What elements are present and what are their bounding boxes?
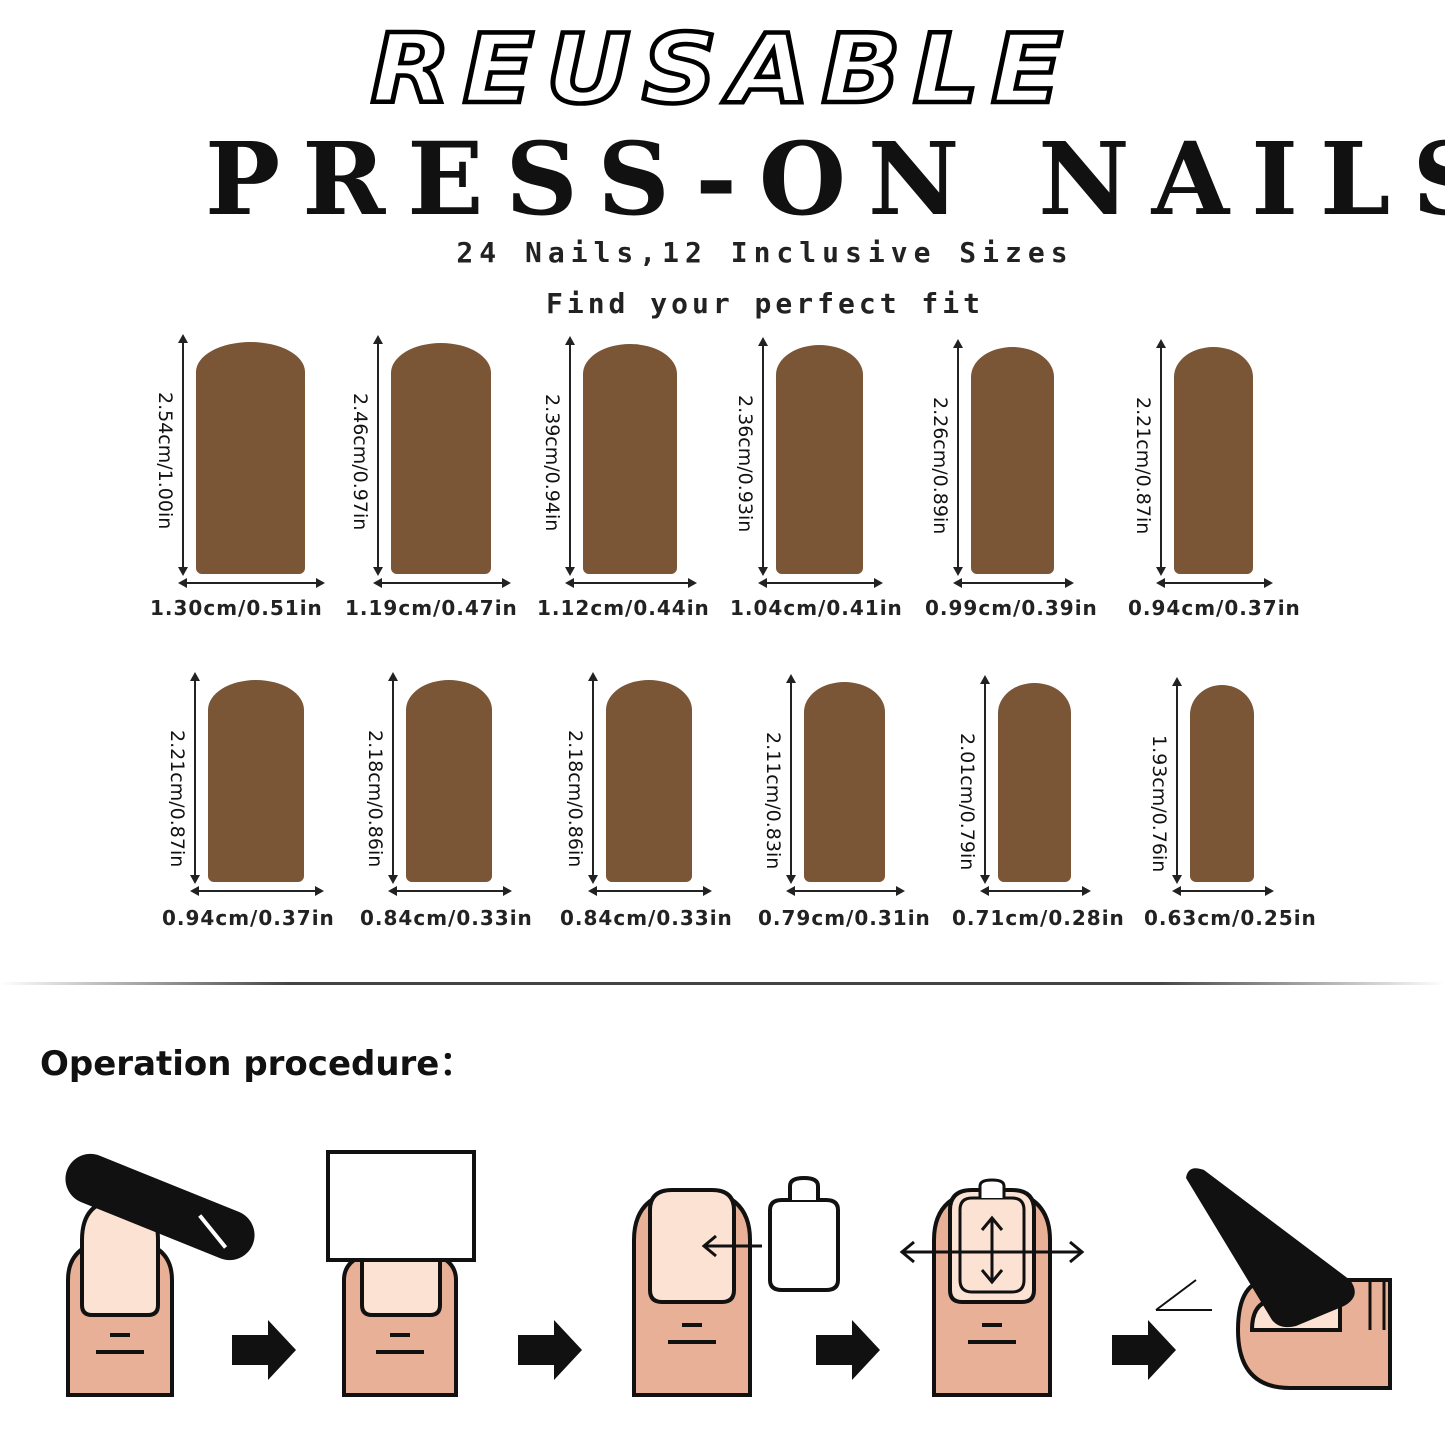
nail-shape xyxy=(971,346,1055,574)
length-arrow xyxy=(1156,339,1166,576)
length-arrow xyxy=(373,335,383,576)
arrow-right-icon xyxy=(1112,1320,1176,1380)
length-label: 2.39cm/0.94in xyxy=(541,394,563,532)
width-label: 0.84cm/0.33in xyxy=(560,906,733,930)
width-label: 0.71cm/0.28in xyxy=(952,906,1125,930)
nail-shape xyxy=(804,681,885,882)
width-arrow xyxy=(177,578,326,588)
length-arrow xyxy=(786,673,796,885)
nail-shape xyxy=(1190,684,1255,882)
length-arrow xyxy=(388,672,398,884)
length-arrow xyxy=(758,336,768,577)
width-label: 0.79cm/0.31in xyxy=(758,906,931,930)
nail-shape xyxy=(583,344,678,574)
width-arrow xyxy=(786,886,905,896)
width-label: 1.04cm/0.41in xyxy=(730,596,903,620)
length-label: 2.21cm/0.87in xyxy=(1132,397,1154,535)
width-label: 1.12cm/0.44in xyxy=(537,596,710,620)
apply-tab-step-icon xyxy=(632,1175,840,1397)
procedure-steps xyxy=(65,1150,1392,1397)
length-label: 2.01cm/0.79in xyxy=(956,733,978,871)
section-divider xyxy=(0,982,1445,985)
length-arrow xyxy=(190,672,200,884)
width-arrow xyxy=(189,886,325,896)
length-arrow xyxy=(980,675,990,884)
width-label: 0.94cm/0.37in xyxy=(1128,596,1301,620)
length-label: 2.18cm/0.86in xyxy=(564,730,586,868)
fit-tagline: Find your perfect fit xyxy=(545,287,984,320)
length-label: 1.93cm/0.76in xyxy=(1148,734,1170,872)
arrow-right-icon xyxy=(232,1320,296,1380)
length-label: 2.36cm/0.93in xyxy=(734,394,756,533)
length-arrow xyxy=(953,338,963,577)
width-label: 0.84cm/0.33in xyxy=(360,906,533,930)
length-label: 2.18cm/0.86in xyxy=(364,730,386,868)
nail-shape xyxy=(998,683,1071,882)
length-label: 2.21cm/0.87in xyxy=(166,730,188,868)
width-label: 0.63cm/0.25in xyxy=(1144,906,1317,930)
length-label: 2.54cm/1.00in xyxy=(154,392,176,530)
length-arrow xyxy=(1172,676,1182,885)
align-nail-step-icon xyxy=(899,1178,1085,1397)
nail-shape xyxy=(406,680,492,882)
nail-shape xyxy=(196,342,306,574)
width-arrow xyxy=(757,578,884,588)
width-arrow xyxy=(588,886,712,896)
procedure-title: Operation procedure： xyxy=(40,1044,474,1084)
reusable-heading: REUSABLE xyxy=(368,11,1075,128)
width-label: 1.19cm/0.47in xyxy=(345,596,518,620)
width-arrow xyxy=(1171,886,1275,896)
nail-shape xyxy=(208,680,305,882)
nail-shape xyxy=(1174,347,1253,574)
width-arrow xyxy=(373,578,511,588)
file-nail-step-icon xyxy=(65,1153,255,1397)
width-arrow xyxy=(1156,578,1273,588)
width-arrow xyxy=(388,886,512,896)
nail-count-subtitle: 24 Nails,12 Inclusive Sizes xyxy=(456,236,1074,269)
length-label: 2.11cm/0.83in xyxy=(762,731,784,869)
width-label: 1.30cm/0.51in xyxy=(150,596,323,620)
arrow-right-icon xyxy=(518,1320,582,1380)
length-arrow xyxy=(565,336,575,576)
width-label: 0.94cm/0.37in xyxy=(162,906,335,930)
length-label: 2.26cm/0.89in xyxy=(929,396,951,534)
nail-shape xyxy=(391,343,491,574)
length-arrow xyxy=(178,334,188,576)
press-nail-step-icon xyxy=(1155,1168,1392,1390)
width-label: 0.99cm/0.39in xyxy=(925,596,1098,620)
width-arrow xyxy=(952,578,1075,588)
width-arrow xyxy=(980,886,1091,896)
width-arrow xyxy=(564,578,698,588)
nail-shape xyxy=(606,680,692,882)
page-title: PRESS-ON NAILS xyxy=(205,120,1445,238)
arrow-right-icon xyxy=(816,1320,880,1380)
measure-nail-step-icon xyxy=(326,1150,476,1397)
length-arrow xyxy=(588,672,598,884)
length-label: 2.46cm/0.97in xyxy=(349,393,371,531)
nail-shape xyxy=(776,344,864,574)
